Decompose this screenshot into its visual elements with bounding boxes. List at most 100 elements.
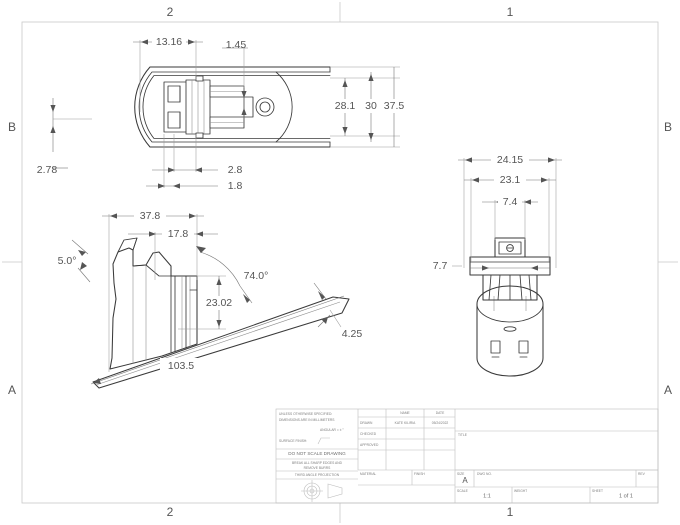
ext-4-25 [329,309,342,328]
tb-hdr-name: NAME [400,411,410,415]
arrow-4-25-upper [318,291,325,300]
tb-note-projection: THIRD ANGLE PROJECTION [295,473,340,477]
zone-label-bottom-1: 1 [507,505,514,519]
title-block-frame [275,408,659,504]
arrow-24-15-right [548,157,555,163]
dimtext-bg-37-5 [380,99,408,113]
dim-74-0-deg: 74.0° [244,270,269,282]
tb-note-break-edges-1: BREAK ALL SHARP EDGES AND [292,461,343,465]
dimtext-bg-17-8 [162,227,194,241]
dim-1-45: 1.45 [226,39,247,51]
face-contact-left [490,340,501,354]
front-elevation-view: 24.15 23.1 7.4 7.7 [433,153,562,377]
face-contact-right [518,340,529,354]
tb-note-line1: UNLESS OTHERWISE SPECIFIED: [279,412,332,416]
arrow-74-arc [196,246,206,253]
dim-2-8: 2.8 [228,164,243,176]
zone-label-right-b: B [664,120,672,134]
dim-1-8: 1.8 [228,180,243,192]
surface-finish-symbol-icon [317,437,330,445]
face-slot-ellipse [503,326,517,332]
dim-4-25: 4.25 [342,328,363,340]
arrow-1-45-bottom [241,108,247,115]
boss-inner-circle [259,101,271,113]
zone-label-right-a: A [664,383,672,397]
tb-material-label: MATERIAL [360,472,376,476]
tb-hdr-date: DATE [436,411,445,415]
dimtext-bg-13-16 [152,35,186,49]
dimtext-bg-37-8 [134,209,166,223]
arrow-28-1-top [342,80,348,87]
leader-74-deg [239,285,253,304]
dim-2-78: 2.78 [37,164,58,176]
tb-row-drawn-date: 05/24/2022 [432,421,449,425]
arrow-13-16-left [141,39,148,45]
zone-label-top-2: 2 [167,5,174,19]
tb-sheet-value: 1 of 1 [619,493,633,499]
arrow-1-45-top [241,91,247,98]
dim-5-0-deg: 5.0° [58,255,77,267]
connector-inner [498,241,522,255]
tb-note-line2: DIMENSIONS ARE IN MILLIMETERS [279,418,335,422]
arrow-23-1-left [472,177,479,183]
latch-tab-bottom [195,132,204,139]
leader-5deg-lower [77,267,91,283]
zone-label-left-a: A [8,383,16,397]
arrow-2-78-top [50,105,56,112]
dim-37-5: 37.5 [384,100,405,112]
tb-row-drawn-label: DRAWN [360,421,373,425]
housing-outer-outline [134,66,331,148]
dim-28-1: 28.1 [335,100,356,112]
arrow-24-15-left [465,157,472,163]
dimline-103-5 [90,295,345,385]
proj-cone [327,483,343,499]
arrow-2-8-left [168,167,175,173]
arrow-37-8-right [189,213,196,219]
arrow-2-8-right [195,167,202,173]
upper-tab [117,237,138,253]
dimtext-bg-23-02 [200,296,238,310]
body-shoulder [132,264,172,277]
leader-5deg-upper [71,239,89,255]
inclined-plate-crease [95,301,341,386]
arrow-1-8-right [173,183,180,189]
dim-7-4: 7.4 [503,196,518,208]
connector-box [494,237,526,258]
dimtext-bg-103-5 [160,358,202,372]
arrow-17-8-right [196,231,203,237]
section-side-view: 37.8 17.8 5.0° 74.0° 23.02 4.2 [58,209,363,389]
title-block: UNLESS OTHERWISE SPECIFIED: DIMENSIONS A… [275,408,659,504]
dimtext-bg-24-15 [491,153,529,167]
tb-note-surface-finish: SURFACE FINISH: [279,439,307,443]
third-angle-projection-icon [301,480,343,502]
dimtext-bg-28-1 [332,99,359,113]
dim-13-16: 13.16 [156,36,182,48]
dim-37-8: 37.8 [140,210,161,222]
zone-label-bottom-2: 2 [167,505,174,519]
arrow-28-1-bottom [342,127,348,134]
arrow-5deg-lower [80,262,87,270]
arrow-23-02-top [216,278,222,285]
arrow-4-25-lower [321,317,328,324]
arrow-1-8-left [158,183,165,189]
angle-arc-74 [199,251,241,287]
arrow-37-8-left [110,213,117,219]
tb-scale-value: 1:1 [483,493,491,499]
tb-size-value: A [462,476,468,485]
arrow-2-78-bottom [50,126,56,133]
arrow-7-7-left [482,265,489,271]
boss-outer-circle [255,97,275,117]
tb-weight-label: WEIGHT [514,489,527,493]
inclined-plate-outline [92,296,350,389]
top-plan-view: 13.16 1.45 28.1 30 37.5 2.78 [37,35,408,192]
tb-rev-label: REV [638,472,646,476]
tb-row-checked-label: CHECKED [360,432,377,436]
shade-body [476,285,544,377]
flute-2 [497,274,501,301]
dimtext-bg-30 [361,99,381,113]
latch-tab-top [195,75,204,82]
tb-note-do-not-scale: DO NOT SCALE DRAWING [288,451,346,456]
arrow-23-02-bottom [216,320,222,327]
dim-23-02: 23.02 [206,297,232,309]
tb-row-approved-label: APPROVED [360,443,379,447]
